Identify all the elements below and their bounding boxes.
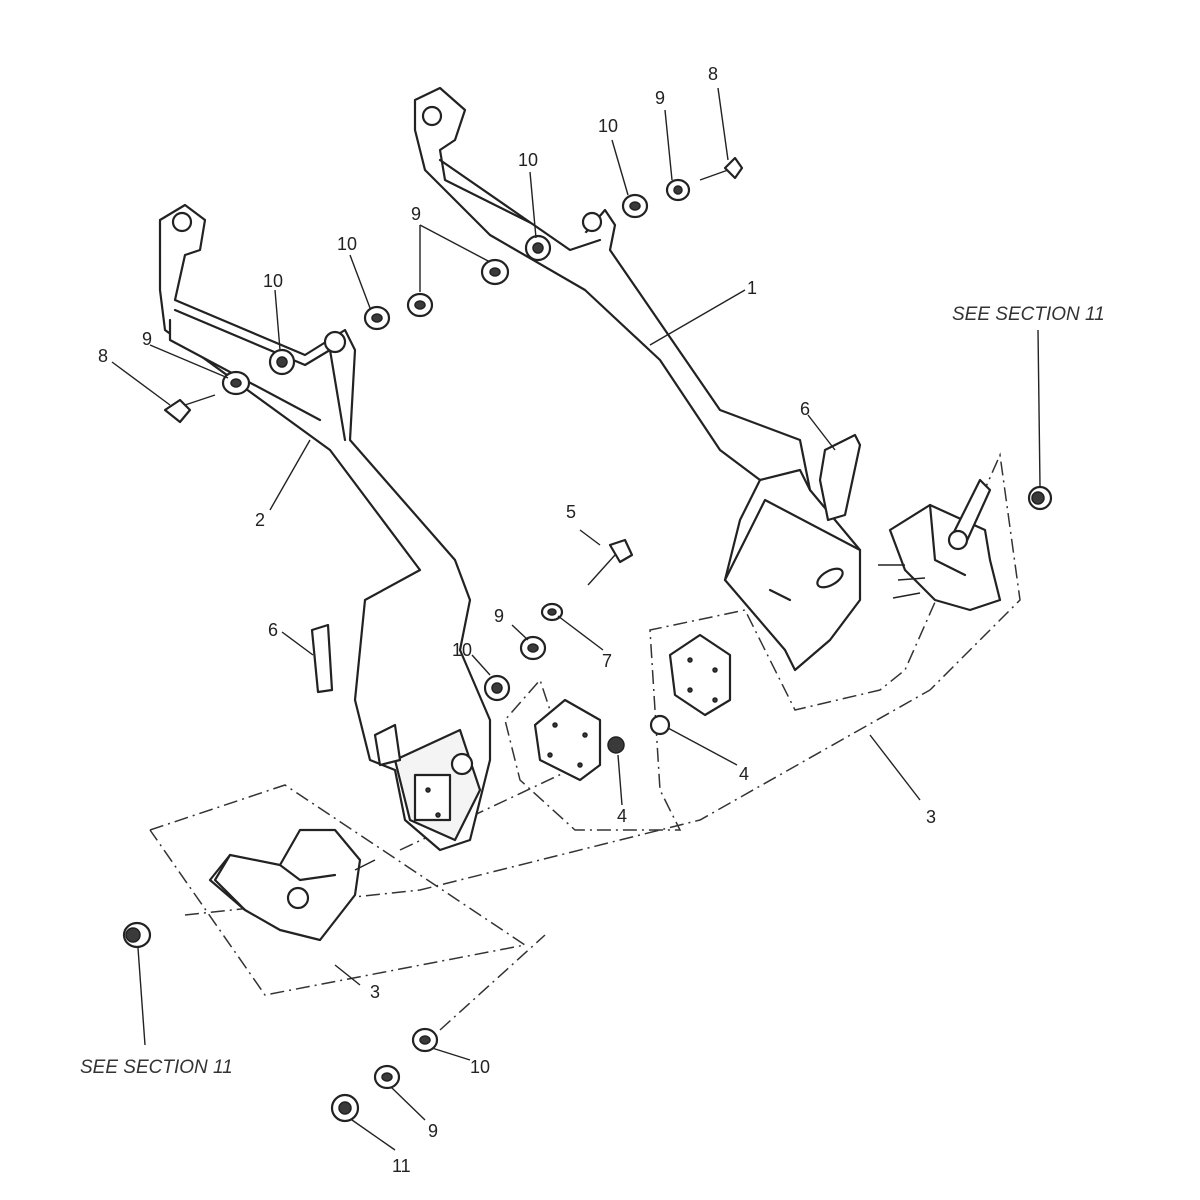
bracket-left [158, 203, 492, 852]
callouts: 1 2 3 3 4 4 5 6 6 7 8 8 9 9 9 9 9 10 10 … [80, 64, 1105, 1176]
callout-8-left: 8 [98, 346, 108, 366]
callout-6-left: 6 [268, 620, 278, 640]
callout-10-top: 10 [598, 116, 618, 136]
bolts [163, 156, 744, 586]
callout-2: 2 [255, 510, 265, 530]
bushings [122, 178, 1053, 1123]
engine-mount-right [878, 478, 1002, 612]
callout-10-mid: 10 [518, 150, 538, 170]
engine-mount-left [208, 828, 376, 942]
callout-9-bottom: 9 [428, 1121, 438, 1141]
callout-3-right: 3 [926, 807, 936, 827]
callout-9-mid: 9 [411, 204, 421, 224]
callout-9-center: 9 [494, 606, 504, 626]
callout-11: 11 [392, 1156, 411, 1176]
callout-1: 1 [747, 278, 757, 298]
callout-10-bottom: 10 [470, 1057, 490, 1077]
callout-3-left: 3 [370, 982, 380, 1002]
callout-4-left: 4 [617, 806, 627, 826]
leader-lines [111, 87, 1041, 1151]
callout-5: 5 [566, 502, 576, 522]
callout-10-upper-left: 10 [337, 234, 357, 254]
callout-9-left: 9 [142, 329, 152, 349]
clips [310, 433, 862, 694]
callout-9-top: 9 [655, 88, 665, 108]
plates [533, 633, 732, 782]
see-section-note-top: SEE SECTION 11 [952, 304, 1105, 325]
see-section-note-bottom: SEE SECTION 11 [80, 1057, 233, 1078]
bracket-right [413, 86, 862, 672]
callout-10-center: 10 [452, 640, 472, 660]
callout-10-left: 10 [263, 271, 283, 291]
callout-4-right: 4 [739, 764, 749, 784]
callout-6-right: 6 [800, 399, 810, 419]
callout-7: 7 [602, 651, 612, 671]
callout-8-top: 8 [708, 64, 718, 84]
